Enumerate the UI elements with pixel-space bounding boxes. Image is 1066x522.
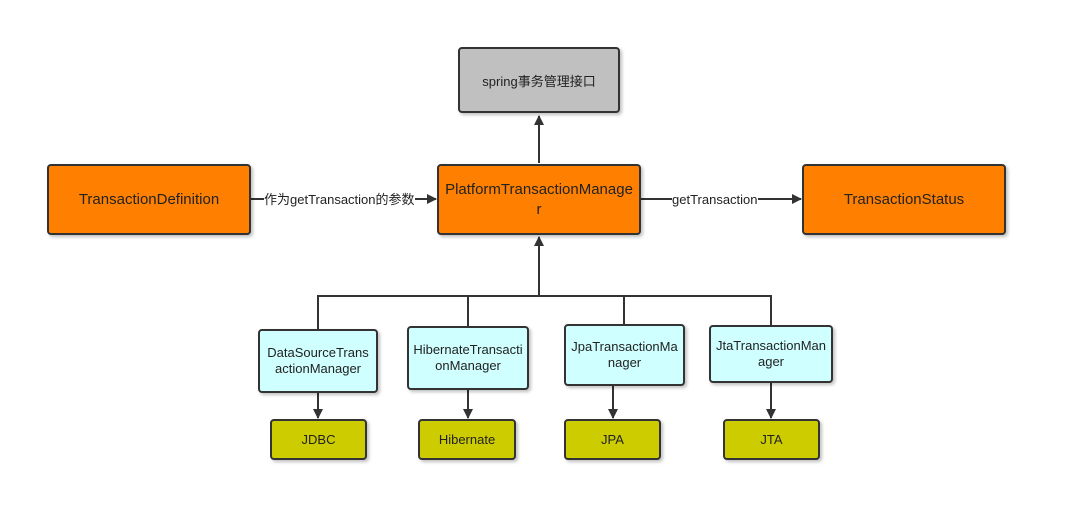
jpa-node[interactable]: JPA: [564, 419, 661, 460]
transaction-definition-node[interactable]: TransactionDefinition: [47, 164, 251, 235]
node-label: spring事务管理接口: [482, 73, 596, 89]
hibernate-node[interactable]: Hibernate: [418, 419, 516, 460]
jdbc-node[interactable]: JDBC: [270, 419, 367, 460]
node-label: JDBC: [301, 432, 336, 447]
jpa-transaction-manager-node[interactable]: JpaTransactionManager: [564, 324, 685, 386]
hibernate-transaction-manager-node[interactable]: HibernateTransactionManager: [407, 326, 529, 390]
edge-impl-bus: [317, 295, 772, 329]
node-label: JTA: [760, 432, 783, 447]
platform-transaction-manager-node[interactable]: PlatformTransactionManager: [437, 164, 641, 235]
node-label: DataSourceTransactionManager: [267, 345, 369, 376]
edge-label-definition-to-manager: 作为getTransaction的参数: [264, 192, 415, 208]
node-label: JtaTransactionManager: [715, 338, 827, 369]
node-label: JPA: [601, 432, 624, 447]
node-label: TransactionDefinition: [78, 191, 220, 208]
node-label: HibernateTransactionManager: [413, 342, 523, 373]
spring-transaction-interface-node[interactable]: spring事务管理接口: [458, 47, 620, 113]
node-label: JpaTransactionManager: [571, 339, 678, 370]
node-label: TransactionStatus: [843, 191, 965, 208]
datasource-transaction-manager-node[interactable]: DataSourceTransactionManager: [258, 329, 378, 393]
node-label: Hibernate: [438, 432, 496, 447]
transaction-status-node[interactable]: TransactionStatus: [802, 164, 1006, 235]
edge-label-manager-to-status: getTransaction: [672, 192, 758, 208]
node-label: PlatformTransactionManager: [445, 180, 633, 218]
jta-node[interactable]: JTA: [723, 419, 820, 460]
jta-transaction-manager-node[interactable]: JtaTransactionManager: [709, 325, 833, 383]
